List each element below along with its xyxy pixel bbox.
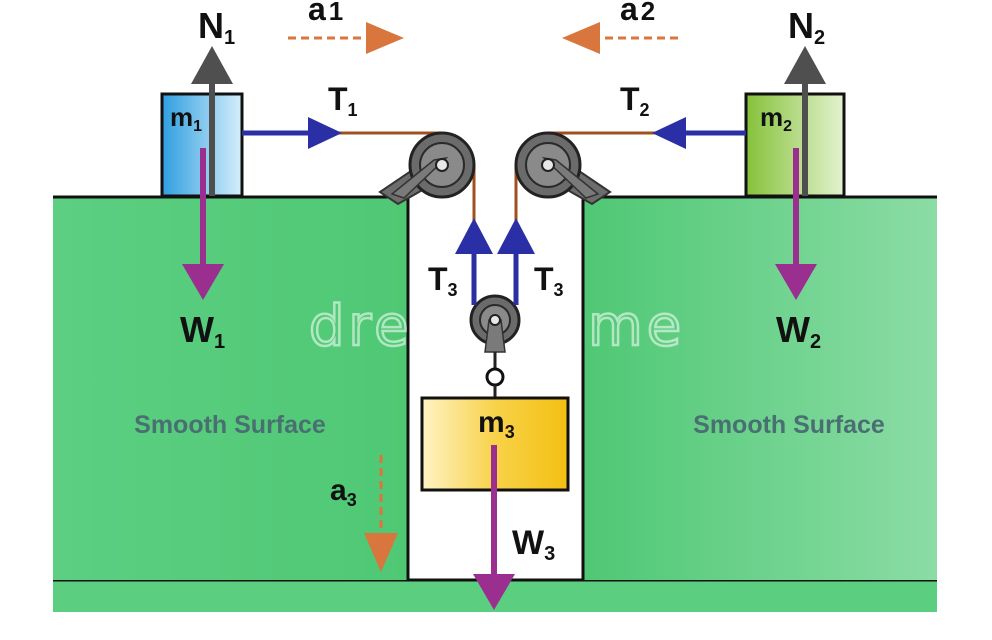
label-m1: m1 (170, 102, 202, 135)
label-t3-right: T3 (534, 261, 564, 300)
label-n1: N1 (198, 5, 235, 49)
normal-n2-arrow (784, 46, 826, 84)
label-t3-left: T3 (428, 261, 458, 300)
surface-label-left: Smooth Surface (134, 411, 326, 439)
hanging-pulley-axle (489, 314, 501, 326)
label-t1: T1 (328, 81, 358, 120)
accel-a3-arrow (364, 533, 398, 572)
right-table (583, 197, 937, 580)
left-table (53, 197, 408, 580)
label-m2: m2 (760, 102, 792, 135)
label-n2: N2 (788, 5, 825, 49)
left-pulley-axle (435, 158, 449, 172)
label-a3: a3 (330, 474, 357, 510)
tension-t2-arrow (652, 117, 686, 149)
weight-w2-arrow (775, 264, 817, 300)
accel-a2-arrow (562, 22, 600, 54)
right-pulley-axle (541, 158, 555, 172)
label-m3: m3 (478, 406, 515, 442)
label-w2: W2 (776, 309, 821, 353)
accel-a1-arrow (366, 22, 404, 54)
weight-w1-arrow (182, 264, 224, 300)
label-w1: W1 (180, 309, 225, 353)
tension-t1-arrow (308, 117, 342, 149)
hook-ring (485, 367, 505, 387)
tension-t3-left-arrow (455, 218, 493, 254)
normal-n1-arrow (191, 46, 233, 84)
tension-t3-right-arrow (497, 218, 535, 254)
surface-label-right: Smooth Surface (693, 411, 885, 439)
weight-w3-arrow (473, 574, 515, 610)
label-t2: T2 (620, 81, 650, 120)
label-w3: W3 (512, 524, 555, 565)
